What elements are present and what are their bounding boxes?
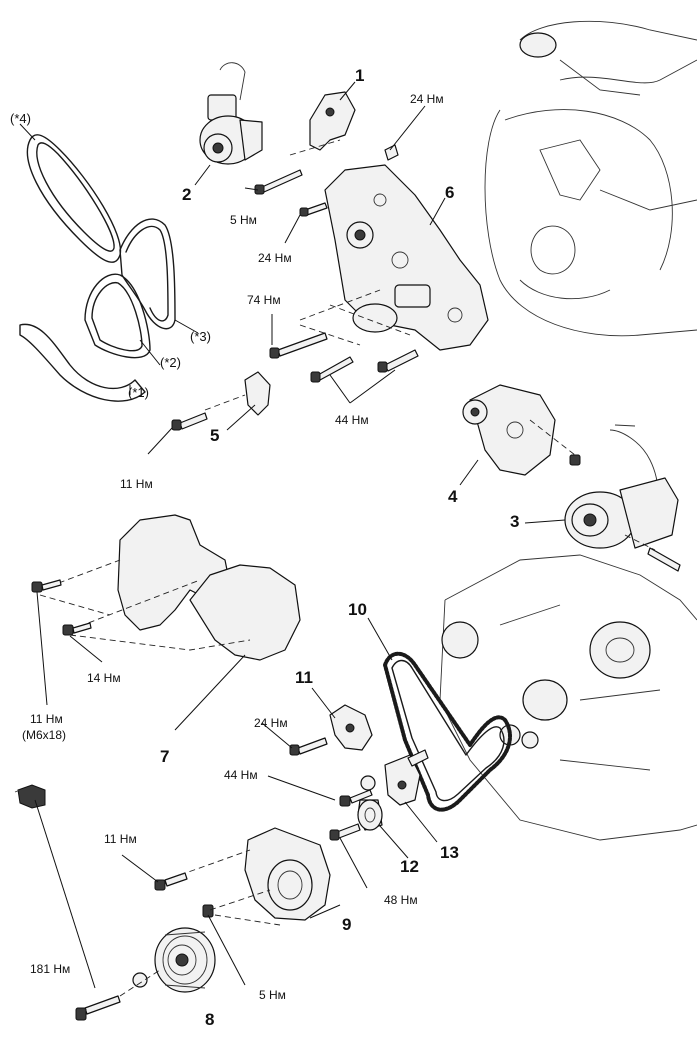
torque-label: 24 Нм (258, 251, 292, 265)
torque-label: 5 Нм (230, 213, 257, 227)
timing-covers-7 (39, 514, 301, 661)
torque-label: 44 Нм (335, 413, 369, 427)
part-number: 5 (210, 426, 220, 445)
belt-label: (*2) (160, 355, 181, 370)
part-number: 3 (510, 512, 520, 531)
idler-12-13 (329, 749, 429, 841)
torque-label: 24 Нм (254, 716, 288, 730)
part-number: 11 (295, 668, 313, 687)
torque-label: 5 Нм (259, 988, 286, 1002)
power-steering-pump (199, 62, 263, 165)
belt-label: (*3) (190, 329, 211, 344)
torque-label: (M6x18) (22, 728, 67, 742)
torque-label: 24 Нм (410, 92, 444, 106)
torque-label: 48 Нм (384, 893, 418, 907)
torque-label: 44 Нм (224, 768, 258, 782)
part-number: 4 (448, 487, 458, 506)
engine-block-upper (484, 20, 697, 337)
cover-bolts (31, 579, 92, 636)
belt-label: (*4) (10, 111, 31, 126)
lower-cover-9 (154, 827, 331, 926)
belt-label: (*1) (128, 385, 149, 400)
crankshaft-pulley-8 (75, 927, 216, 1021)
part-number: 2 (182, 185, 192, 204)
timing-belt-10 (383, 651, 512, 812)
torque-label: 74 Нм (247, 293, 281, 307)
part-number: 10 (348, 600, 367, 619)
torque-label: 14 Нм (87, 671, 121, 685)
part-number: 9 (342, 915, 352, 934)
part-number: 13 (440, 843, 459, 862)
tensioner-assembly-4 (462, 384, 581, 476)
torque-label: 11 Нм (104, 832, 137, 846)
part-number: 6 (445, 183, 455, 202)
leader-lines (19, 81, 566, 989)
bracket-5 (171, 371, 271, 431)
sealant-tube-icon (14, 784, 46, 809)
bracket-1 (289, 91, 356, 156)
part-number: 8 (205, 1010, 215, 1029)
torque-label: 181 Нм (30, 962, 71, 976)
engine-block-lower (439, 554, 697, 841)
main-bracket-6 (299, 164, 489, 351)
part-number: 1 (355, 66, 365, 85)
ac-compressor-3 (564, 424, 681, 572)
drive-belts (19, 134, 176, 402)
torque-label: 11 Нм (120, 477, 153, 491)
tensioner-11 (289, 704, 373, 756)
part-number: 12 (400, 857, 419, 876)
part-number: 7 (160, 747, 170, 766)
torque-label: 11 Нм (30, 712, 63, 726)
